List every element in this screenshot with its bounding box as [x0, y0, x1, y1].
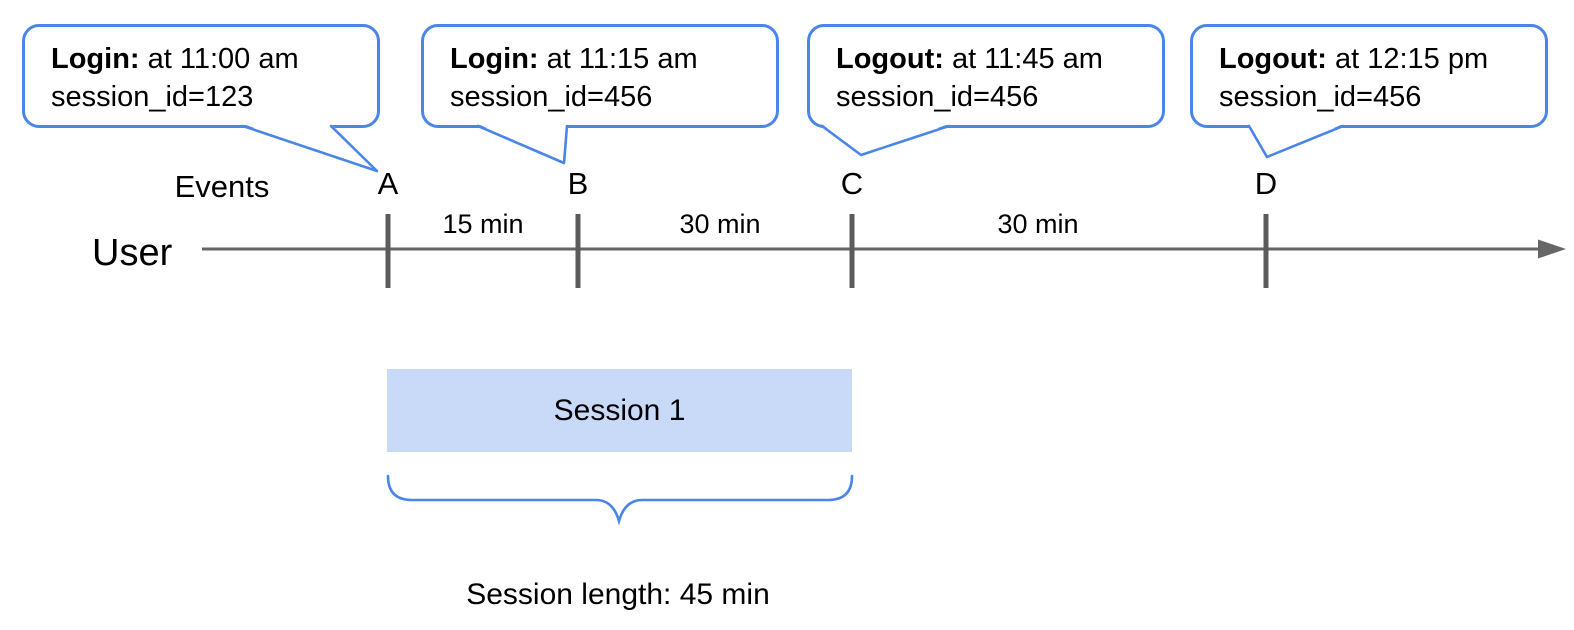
callout-session-id: session_id=123 — [51, 81, 254, 113]
callout-tail-b — [476, 124, 569, 165]
event-marker-a: A — [377, 166, 399, 201]
event-time-label: at 12:15 pm — [1326, 43, 1489, 75]
callout-tail-d — [1247, 124, 1345, 159]
event-type-label: Login: — [51, 43, 140, 75]
event-time-label: at 11:15 am — [538, 43, 698, 75]
callout-line-1: Login: at 11:15 am — [450, 40, 766, 78]
event-time-label: at 11:45 am — [943, 43, 1103, 75]
event-type-label: Login: — [450, 43, 539, 75]
event-time-label: at 11:00 am — [139, 43, 299, 75]
interval-c-d-label: 30 min — [997, 209, 1079, 239]
callout-session-id: session_id=456 — [1219, 81, 1422, 113]
session-length-label: Session length: 45 min — [466, 578, 770, 611]
interval-a-b-label: 15 min — [442, 209, 524, 239]
session-1-label: Session 1 — [553, 393, 686, 427]
event-marker-c: C — [840, 166, 864, 201]
callout-event-a: Login: at 11:00 am session_id=123 — [22, 24, 380, 128]
callout-event-d: Logout: at 12:15 pm session_id=456 — [1190, 24, 1548, 128]
session-length-brace — [386, 474, 854, 526]
callout-line-1: Login: at 11:00 am — [51, 40, 367, 78]
callout-line-1: Logout: at 12:15 pm — [1219, 40, 1535, 78]
event-marker-b: B — [567, 166, 589, 201]
events-row-label: Events — [174, 169, 270, 204]
callout-line-1: Logout: at 11:45 am — [836, 40, 1152, 78]
event-type-label: Logout: — [1219, 43, 1327, 75]
callout-session-id: session_id=456 — [450, 81, 653, 113]
event-marker-d: D — [1254, 166, 1278, 201]
callout-event-c: Logout: at 11:45 am session_id=456 — [807, 24, 1165, 128]
user-row-label: User — [92, 232, 173, 274]
session-1-box: Session 1 — [387, 369, 852, 452]
callout-tail-c — [820, 124, 951, 157]
callout-event-b: Login: at 11:15 am session_id=456 — [421, 24, 779, 128]
interval-b-c-label: 30 min — [679, 209, 761, 239]
callout-session-id: session_id=456 — [836, 81, 1039, 113]
callout-tail-a — [241, 124, 379, 173]
event-type-label: Logout: — [836, 43, 944, 75]
timeline-arrowhead-icon — [1538, 239, 1566, 259]
